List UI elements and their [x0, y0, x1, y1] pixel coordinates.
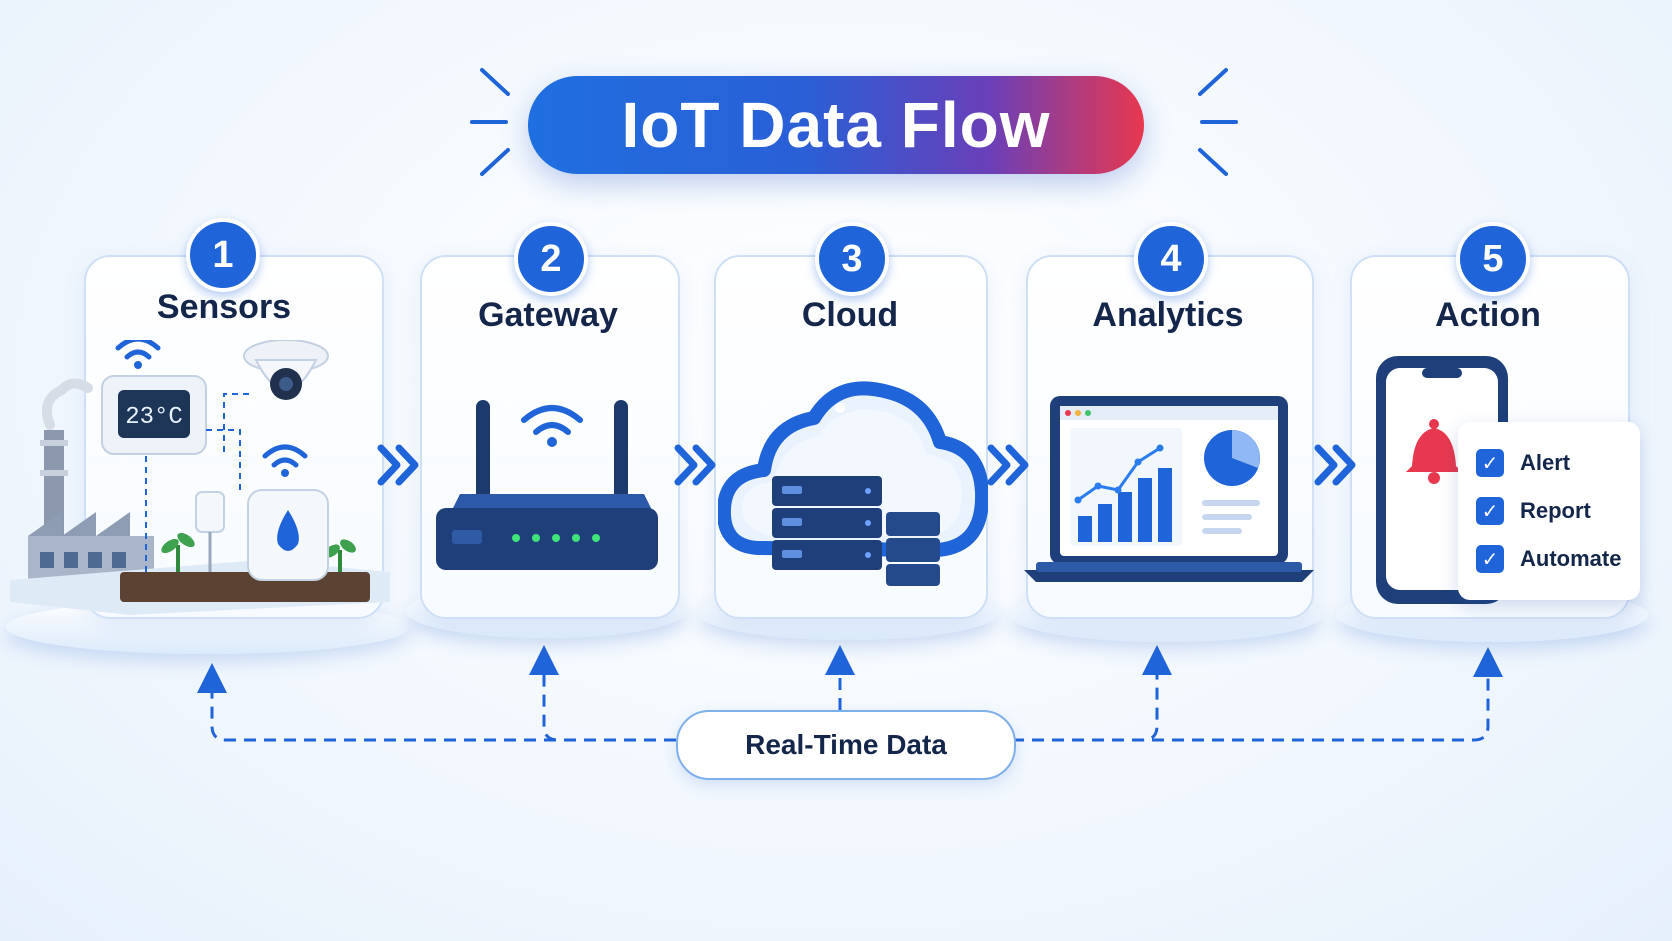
checkbox-checked-icon: ✓: [1476, 449, 1504, 477]
action-item-automate: ✓ Automate: [1476, 544, 1621, 574]
checkbox-checked-icon: ✓: [1476, 545, 1504, 573]
action-item-label: Alert: [1520, 450, 1571, 475]
title-burst-right: [1198, 68, 1238, 176]
action-item-report: ✓ Report: [1476, 496, 1591, 526]
double-chevron-icon: [987, 444, 1029, 486]
wifi-icon: [115, 340, 161, 369]
security-camera-icon: [243, 340, 329, 400]
step-label-gateway: Gateway: [478, 296, 618, 334]
server-stack-icon: [772, 476, 940, 586]
step-number-5: 5: [1456, 222, 1530, 296]
checkbox-checked-icon: ✓: [1476, 497, 1504, 525]
sensors-illustration: 23°C: [10, 340, 390, 615]
temperature-sensor: 23°C: [101, 375, 207, 455]
water-sensor-icon: [247, 489, 329, 581]
step-label-cloud: Cloud: [801, 296, 899, 334]
step-number-1: 1: [186, 218, 260, 292]
step-number-3: 3: [815, 222, 889, 296]
laptop-dashboard-icon: [1024, 396, 1314, 582]
double-chevron-icon: [377, 444, 419, 486]
wifi-icon: [262, 444, 308, 477]
cloud-server-icon: [718, 381, 988, 586]
step-label-sensors: Sensors: [156, 288, 292, 326]
plant-icon: [161, 532, 356, 572]
factory-icon: [28, 378, 154, 598]
double-chevron-icon: [674, 444, 716, 486]
page-title: IoT Data Flow: [528, 76, 1144, 174]
double-chevron-icon: [1314, 444, 1356, 486]
step-number-4: 4: [1134, 222, 1208, 296]
action-item-label: Report: [1520, 498, 1591, 523]
step-number-2: 2: [514, 222, 588, 296]
real-time-data-label: Real-Time Data: [676, 710, 1016, 780]
router-icon: [436, 400, 658, 570]
step-label-action: Action: [1435, 296, 1541, 334]
wifi-icon: [521, 405, 583, 447]
step-label-analytics: Analytics: [1092, 296, 1244, 334]
action-checklist: ✓ Alert ✓ Report ✓ Automate: [1458, 422, 1640, 600]
bell-alert-icon: [1406, 419, 1462, 484]
action-item-label: Automate: [1520, 546, 1622, 571]
action-item-alert: ✓ Alert: [1476, 448, 1570, 478]
title-burst-left: [470, 68, 510, 176]
svg-text:23°C: 23°C: [125, 404, 183, 431]
